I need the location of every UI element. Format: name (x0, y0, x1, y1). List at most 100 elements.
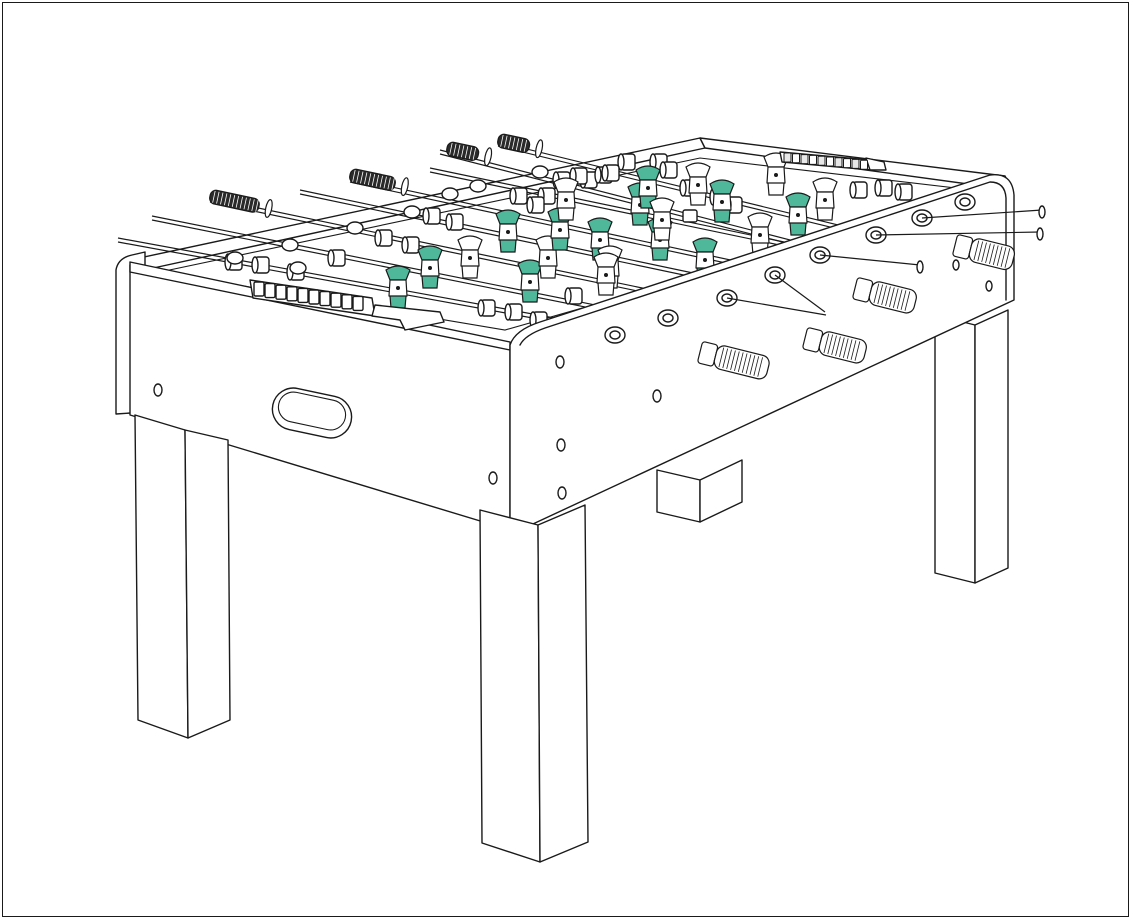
player-legs (461, 265, 479, 279)
grip-ridge (981, 242, 987, 263)
rod (299, 189, 751, 286)
grip-ridge (989, 244, 995, 264)
grip-ridge (977, 241, 984, 262)
player-legs (767, 182, 785, 196)
front-leg-right (479, 504, 589, 863)
player-pin (758, 233, 762, 237)
grip-ridge (212, 190, 216, 203)
grip-ridge (873, 283, 880, 304)
score-bead (817, 155, 826, 166)
handle-collar (400, 177, 409, 197)
rod-bushing-inner (662, 313, 674, 323)
player-pin (604, 273, 608, 277)
grip-ridge (842, 338, 849, 358)
player-figure (553, 177, 579, 221)
player-figure (709, 179, 735, 223)
handle-back (349, 168, 409, 197)
grip-ridge (854, 341, 861, 361)
grip-ridge (464, 146, 469, 159)
grip-ridge (877, 284, 884, 305)
rod-end-cap (916, 260, 924, 274)
grip-ridge (904, 291, 911, 311)
player-figure (685, 162, 711, 206)
grip-ridge (227, 194, 232, 207)
handle-back (497, 133, 544, 159)
rod-bumper-face (679, 179, 687, 197)
grip-ridge (835, 336, 841, 357)
rail-bushing (281, 238, 299, 252)
rail-bushing (403, 205, 421, 219)
player-legs (789, 222, 807, 236)
score-bead (792, 153, 800, 164)
grip-ridge (896, 289, 903, 309)
score-bead (834, 157, 843, 168)
player-figure (763, 152, 789, 196)
player-head (685, 162, 711, 178)
back-leg-middle (656, 459, 743, 523)
player-figure (649, 197, 675, 241)
score-bead (330, 292, 342, 308)
grip-ridge (523, 139, 528, 152)
grip-ridge (515, 138, 520, 151)
grip-ridge (251, 199, 255, 212)
rail-bushing (441, 187, 459, 201)
grip-ridge (726, 349, 732, 370)
grip-ridge (391, 178, 395, 191)
handle-collar (264, 199, 273, 218)
grip-ridge (379, 175, 383, 188)
player-legs (557, 207, 575, 221)
rod-tip (726, 297, 827, 316)
player-head (635, 165, 661, 181)
end-panel-screws (555, 259, 993, 500)
rod-bushing-inner (609, 330, 621, 340)
rod-bumper-face (594, 166, 602, 184)
player-pin (506, 230, 510, 234)
score-bead (800, 154, 809, 165)
handle-grip (349, 168, 396, 191)
grip-ridge (1000, 247, 1007, 267)
grip-ridge (973, 240, 980, 261)
player-figure (417, 245, 443, 289)
player-pin (774, 173, 778, 177)
score-counter-front (249, 279, 445, 331)
grip-ridge (823, 333, 830, 354)
player-head (417, 245, 443, 261)
grip-ridge (216, 191, 220, 204)
grip-ridge (734, 351, 740, 371)
rod-bumper-face (504, 303, 512, 321)
grip-ridge (504, 135, 508, 148)
rod-bumper-face (251, 256, 259, 274)
player-head (747, 212, 773, 228)
player-figure (495, 209, 521, 253)
grip-ridge (846, 339, 853, 359)
grip-ridge (737, 352, 744, 372)
grip-ridge (757, 357, 763, 377)
grip-ridge (892, 288, 899, 308)
grip-ridge (881, 285, 887, 306)
grip-ridge (753, 356, 760, 376)
player-figure (593, 252, 619, 296)
grip-ridge (831, 335, 837, 356)
player-figure (457, 235, 483, 279)
grip-ridge (356, 170, 360, 183)
player-head (593, 252, 619, 268)
grip-ridge (247, 198, 251, 211)
grip-ridge (224, 193, 228, 206)
rail-bushing (289, 261, 307, 275)
rod-bumper-face (526, 196, 534, 214)
grip-ridge (512, 137, 516, 150)
rail-bushing (531, 165, 549, 179)
grip-ridge (371, 174, 376, 186)
rod-bumper-face (509, 187, 517, 205)
grip-ridge (839, 337, 845, 357)
rod-tip (819, 254, 921, 266)
grip-ridge (231, 195, 236, 207)
grip-ridge (985, 243, 991, 264)
rail-bushing (346, 221, 364, 235)
front-panel-screws (153, 383, 498, 485)
grip-ridge (468, 147, 473, 159)
rod-tip (921, 209, 1043, 219)
grip-ridge (718, 347, 725, 368)
